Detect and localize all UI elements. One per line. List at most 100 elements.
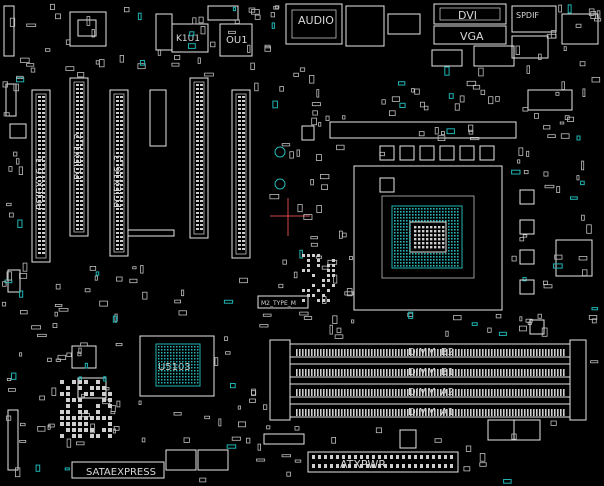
slot-pin: [120, 148, 123, 150]
atx-pin: [384, 455, 387, 459]
dimm-pin: [407, 389, 409, 396]
socket-pad: [454, 208, 456, 210]
socket-pad: [451, 217, 453, 219]
socket-core-pad: [430, 246, 433, 249]
slot-pin: [38, 144, 41, 146]
slot-pin: [116, 120, 119, 122]
slot-pin: [200, 200, 203, 202]
socket-pad: [403, 241, 405, 243]
smd-part: [99, 59, 105, 68]
slot-pin: [200, 148, 203, 150]
slot-pin: [200, 84, 203, 86]
chipset-pad: [170, 346, 172, 348]
slot-pin: [242, 156, 245, 158]
smd-part: [581, 214, 585, 221]
slot-pin: [38, 200, 41, 202]
socket-pad: [394, 250, 396, 252]
header-pins: [5, 83, 17, 117]
socket-pad: [445, 253, 447, 255]
smd-part: [8, 212, 14, 218]
dimm-pin: [371, 409, 373, 416]
chipset-pad: [194, 358, 196, 360]
slot-pin: [80, 136, 83, 138]
slot-pin: [200, 172, 203, 174]
smd-part: [331, 436, 337, 444]
smd-part: [336, 144, 345, 151]
slot-pin: [196, 196, 199, 198]
dimm-pin: [401, 389, 403, 396]
socket-pad: [415, 217, 417, 219]
socket-pad: [445, 256, 447, 258]
chipset-pad: [170, 373, 172, 375]
slot-pin: [242, 208, 245, 210]
socket-pad: [397, 235, 399, 237]
socket-pad: [397, 220, 399, 222]
socket-pad: [454, 253, 456, 255]
atx-pin: [372, 464, 375, 468]
ic-pad: [302, 289, 305, 292]
socket-pad: [406, 214, 408, 216]
chipset-pad: [191, 364, 193, 366]
slot-pin: [38, 164, 41, 166]
socket-core-pad: [438, 246, 441, 249]
smd-part: [50, 3, 55, 10]
smd-part: [19, 310, 28, 315]
dimm-pin: [464, 369, 466, 376]
socket-core-pad: [414, 226, 417, 229]
dimm-pin: [392, 369, 394, 376]
socket-pad: [451, 208, 453, 210]
ic-pad: [78, 428, 82, 432]
dimm-pin: [476, 349, 478, 356]
chipset-pad: [191, 349, 193, 351]
chipset-pad: [167, 352, 169, 354]
socket-pad: [451, 223, 453, 225]
header-pins: [7, 409, 19, 471]
socket-core-pad: [418, 238, 421, 241]
slot-pin: [120, 140, 123, 142]
ic-pad: [327, 264, 330, 267]
smd-part: [278, 283, 284, 289]
chipset-pad: [170, 349, 172, 351]
socket-pad: [433, 220, 435, 222]
atx-pin: [450, 455, 453, 459]
socket-pad: [412, 211, 414, 213]
ic-pad: [90, 386, 94, 390]
slot-pin: [196, 144, 199, 146]
chipset-pad: [185, 373, 187, 375]
dimm-pin: [503, 389, 505, 396]
slot-pin: [242, 224, 245, 226]
socket-pad: [394, 232, 396, 234]
slot-pin: [42, 124, 45, 126]
ic-pad: [66, 422, 70, 426]
socket-pad: [427, 208, 429, 210]
smd-part: [271, 22, 275, 29]
chipset-pad: [188, 373, 190, 375]
socket-pad: [415, 265, 417, 267]
socket-pad: [424, 220, 426, 222]
component: [9, 123, 27, 139]
capacitor: [399, 145, 415, 161]
slot-pin: [42, 244, 45, 246]
chipset-pad: [158, 346, 160, 348]
dimm-pin: [320, 409, 322, 416]
slot-pin: [80, 192, 83, 194]
socket-core-pad: [434, 230, 437, 233]
dimm-pin: [440, 349, 442, 356]
smd-part: [26, 63, 35, 67]
dimm-pin: [320, 369, 322, 376]
socket-pad: [418, 208, 420, 210]
dimm-pin: [410, 349, 412, 356]
chipset-pad: [185, 355, 187, 357]
socket-pad: [442, 211, 444, 213]
socket-pad: [457, 211, 459, 213]
slot-pin: [80, 176, 83, 178]
pcie-slot-5-contacts: [235, 93, 247, 255]
ic-pad: [72, 434, 76, 438]
socket-pad: [457, 262, 459, 264]
slot-pin: [42, 104, 45, 106]
slot-pin: [116, 236, 119, 238]
smd-part: [137, 12, 142, 21]
socket-pad: [394, 253, 396, 255]
slot-pin: [42, 172, 45, 174]
dimm-pin: [389, 409, 391, 416]
